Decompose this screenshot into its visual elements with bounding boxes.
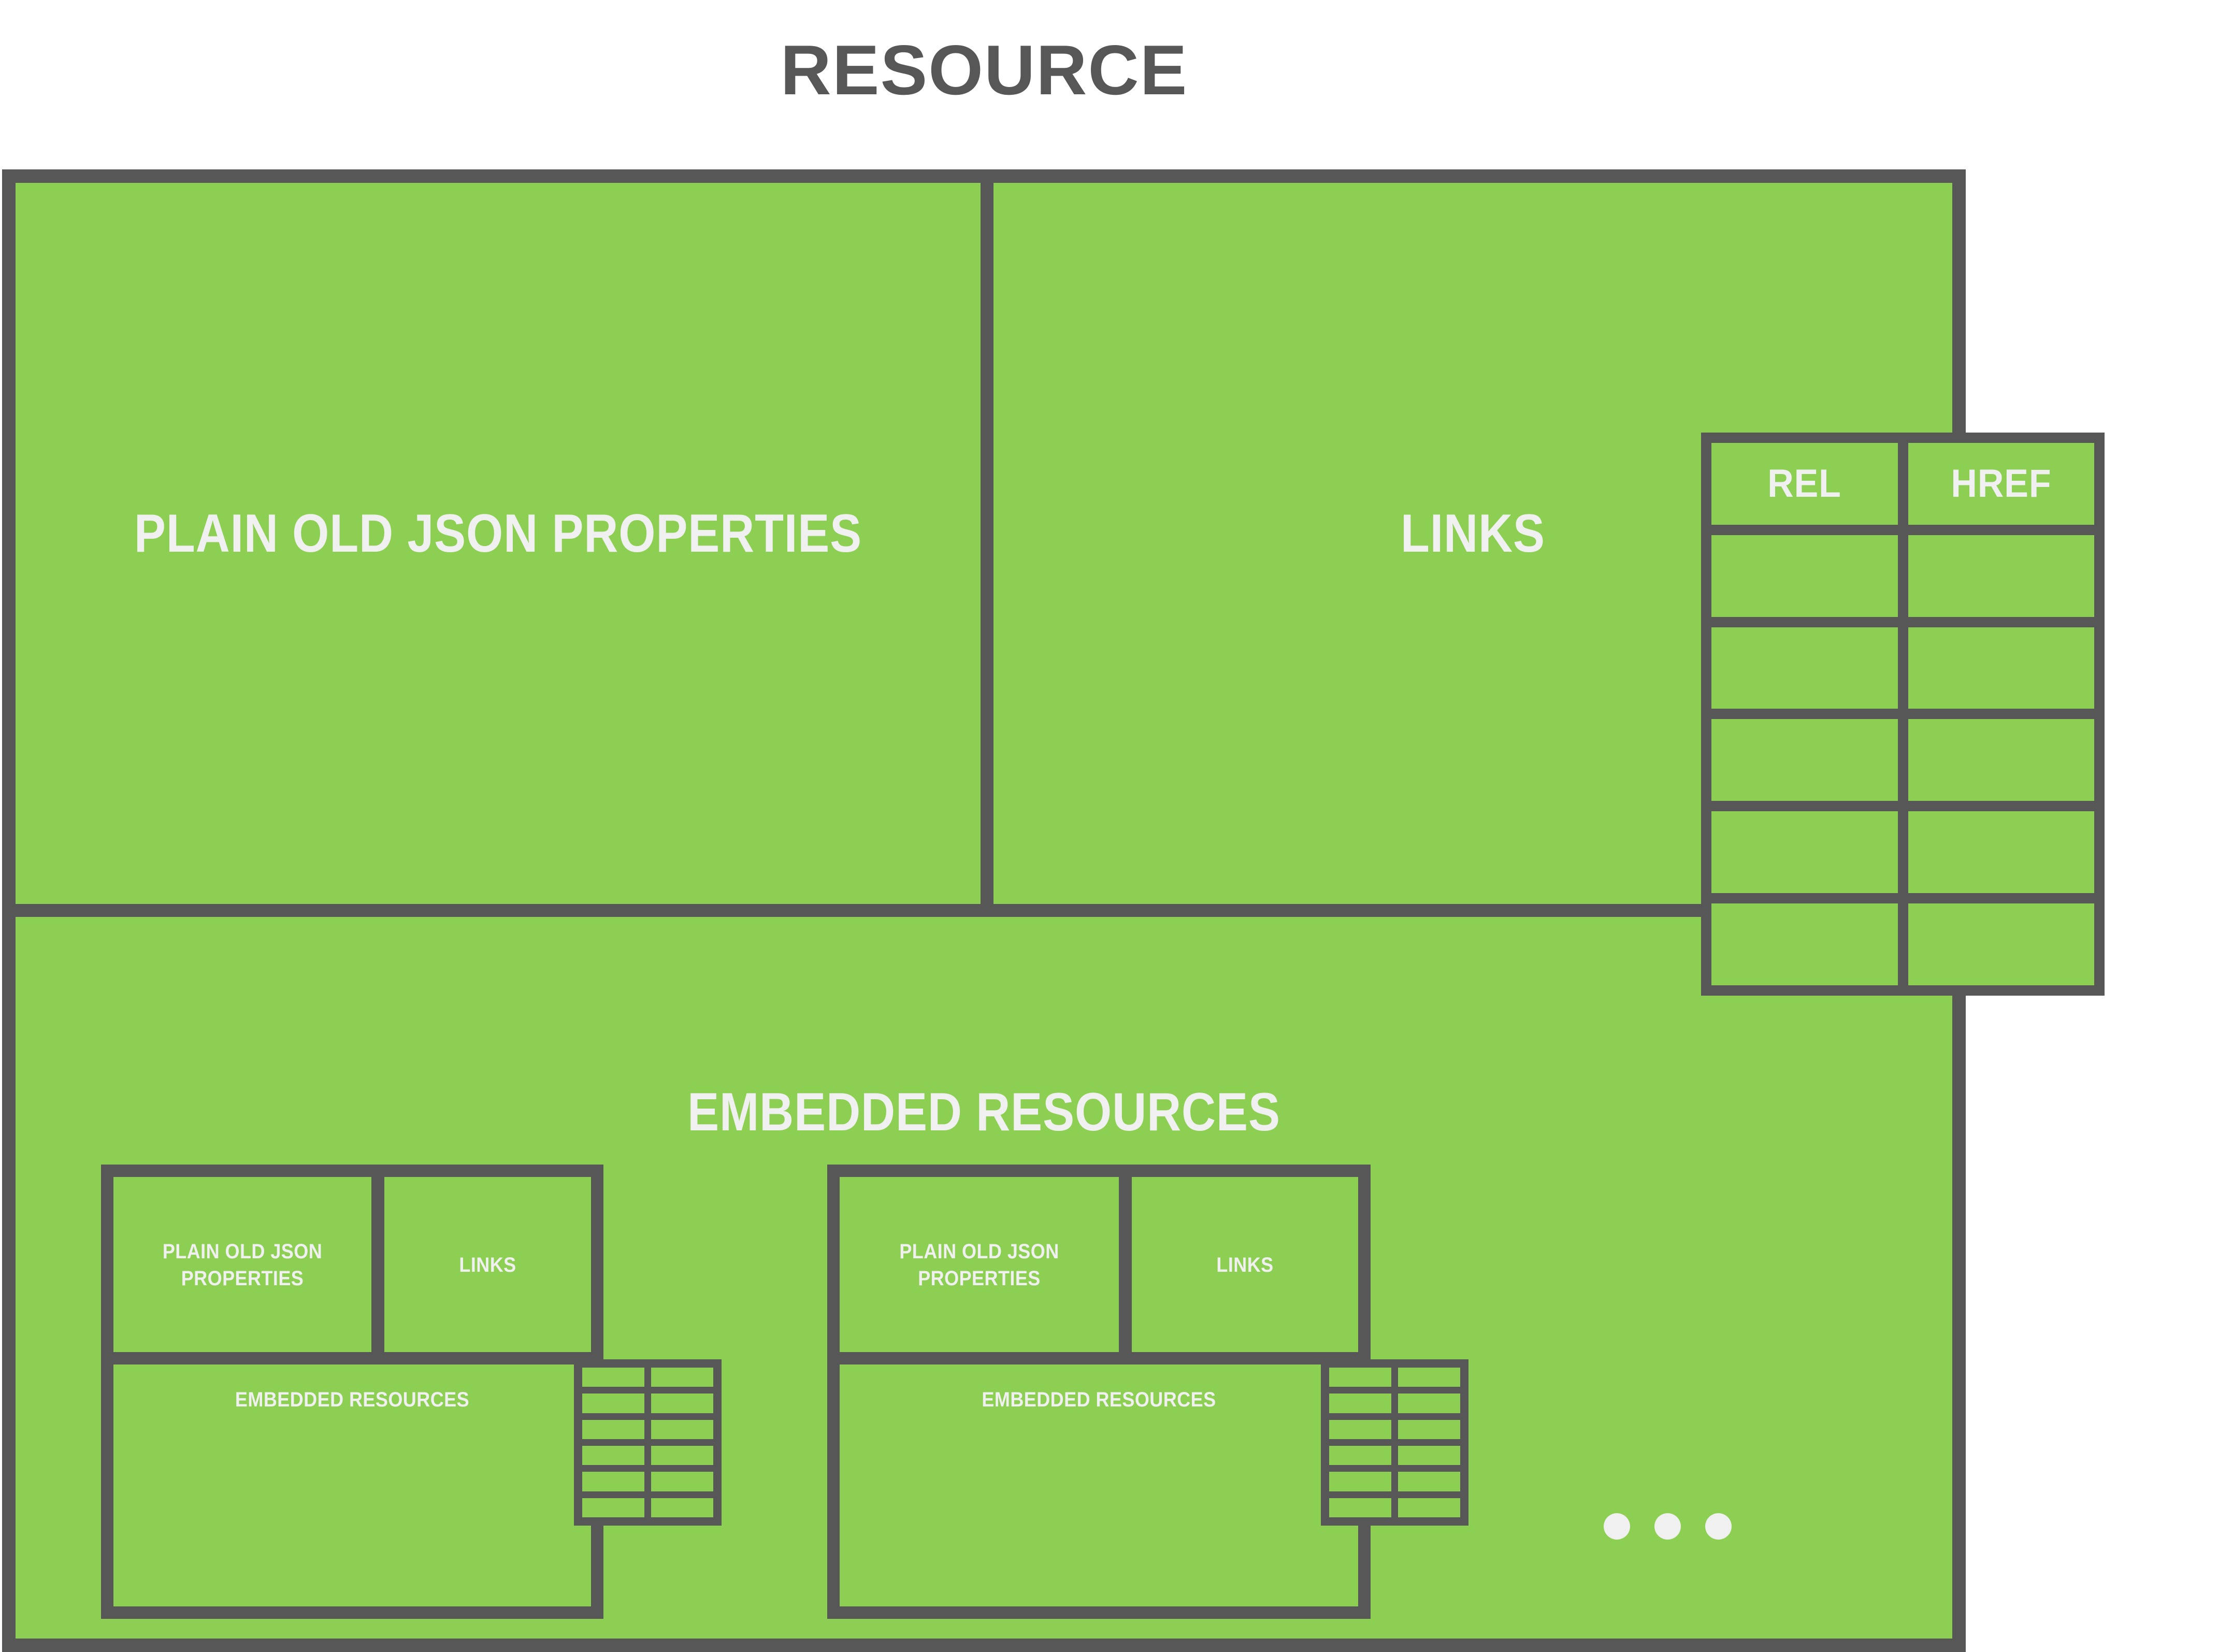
- nested-table-cell-rel: [1329, 1419, 1391, 1439]
- nested-table-header-href: [1398, 1368, 1460, 1387]
- table-cell-rel: [1711, 535, 1898, 617]
- nested-panel-embedded-resources: EMBEDDED RESOURCES: [840, 1364, 1358, 1606]
- nested-panel-plain-old-json-properties-label: PLAIN OLD JSON PROPERTIES: [899, 1240, 1059, 1290]
- table-cell-rel: [1711, 627, 1898, 709]
- ellipsis-dot: [1604, 1513, 1630, 1540]
- nested-table-cell-rel: [582, 1472, 644, 1491]
- nested-table-cell-rel: [582, 1445, 644, 1466]
- nested-panel-links: LINKS: [384, 1177, 591, 1352]
- nested-panel-embedded-resources: EMBEDDED RESOURCES: [113, 1364, 591, 1606]
- nested-table-cell-href: [651, 1498, 713, 1517]
- table-header-href: HREF: [1908, 443, 2094, 525]
- nested-panel-plain-old-json-properties-label: PLAIN OLD JSON PROPERTIES: [162, 1240, 323, 1290]
- nested-panel-plain-old-json-properties: PLAIN OLD JSON PROPERTIES: [840, 1177, 1119, 1352]
- nested-links-rel-href-table: [1321, 1359, 1468, 1526]
- panel-plain-old-json-properties: PLAIN OLD JSON PROPERTIES: [16, 183, 981, 904]
- nested-table-cell-href: [1398, 1498, 1460, 1517]
- nested-table-cell-href: [651, 1394, 713, 1413]
- ellipsis-dot: [1705, 1513, 1732, 1540]
- table-cell-rel: [1711, 903, 1898, 985]
- nested-table-cell-rel: [582, 1394, 644, 1413]
- nested-table-cell-rel: [1329, 1472, 1391, 1491]
- nested-table-cell-rel: [582, 1419, 644, 1439]
- panel-plain-old-json-properties-label: PLAIN OLD JSON PROPERTIES: [134, 504, 862, 564]
- nested-table-cell-href: [651, 1445, 713, 1466]
- nested-panel-embedded-resources-label: EMBEDDED RESOURCES: [982, 1388, 1216, 1411]
- embedded-resource-card: PLAIN OLD JSON PROPERTIES LINKS EMBEDDED…: [827, 1165, 1468, 1619]
- table-cell-href: [1908, 903, 2094, 985]
- ellipsis-dot: [1654, 1513, 1681, 1540]
- nested-table-cell-href: [1398, 1445, 1460, 1466]
- table-cell-rel: [1711, 811, 1898, 894]
- nested-table-cell-rel: [1329, 1498, 1391, 1517]
- nested-table-cell-href: [1398, 1394, 1460, 1413]
- nested-table-cell-href: [651, 1419, 713, 1439]
- nested-links-rel-href-table: [574, 1359, 722, 1526]
- nested-panel-plain-old-json-properties: PLAIN OLD JSON PROPERTIES: [113, 1177, 371, 1352]
- table-cell-href: [1908, 627, 2094, 709]
- table-cell-href: [1908, 719, 2094, 801]
- table-cell-rel: [1711, 719, 1898, 801]
- embedded-resource-card: PLAIN OLD JSON PROPERTIES LINKS EMBEDDED…: [101, 1165, 722, 1619]
- nested-table-cell-href: [651, 1472, 713, 1491]
- nested-table-header-rel: [1329, 1368, 1391, 1387]
- panel-links-label: LINKS: [1401, 504, 1545, 564]
- table-header-rel: REL: [1711, 443, 1898, 525]
- resource-box: PLAIN OLD JSON PROPERTIES LINKS EMBEDDED…: [2, 169, 2105, 1652]
- nested-panel-embedded-resources-label: EMBEDDED RESOURCES: [235, 1388, 470, 1411]
- nested-table-cell-rel: [1329, 1394, 1391, 1413]
- table-cell-href: [1908, 811, 2094, 894]
- nested-table-header-href: [651, 1368, 713, 1387]
- nested-panel-links-label: LINKS: [459, 1254, 516, 1276]
- panel-embedded-resources-label: EMBEDDED RESOURCES: [687, 1082, 1280, 1142]
- nested-table-header-rel: [582, 1368, 644, 1387]
- nested-table-cell-rel: [582, 1498, 644, 1517]
- page-title: RESOURCE: [780, 31, 1188, 109]
- links-rel-href-table: REL HREF: [1701, 433, 2105, 996]
- table-header-rel-label: REL: [1767, 462, 1842, 506]
- nested-panel-links: LINKS: [1132, 1177, 1358, 1352]
- nested-table-cell-href: [1398, 1419, 1460, 1439]
- more-resources-ellipsis: [1604, 1513, 1732, 1540]
- table-cell-href: [1908, 535, 2094, 617]
- nested-panel-links-label: LINKS: [1216, 1254, 1274, 1276]
- table-header-href-label: HREF: [1951, 462, 2052, 506]
- nested-table-cell-href: [1398, 1472, 1460, 1491]
- nested-table-cell-rel: [1329, 1445, 1391, 1466]
